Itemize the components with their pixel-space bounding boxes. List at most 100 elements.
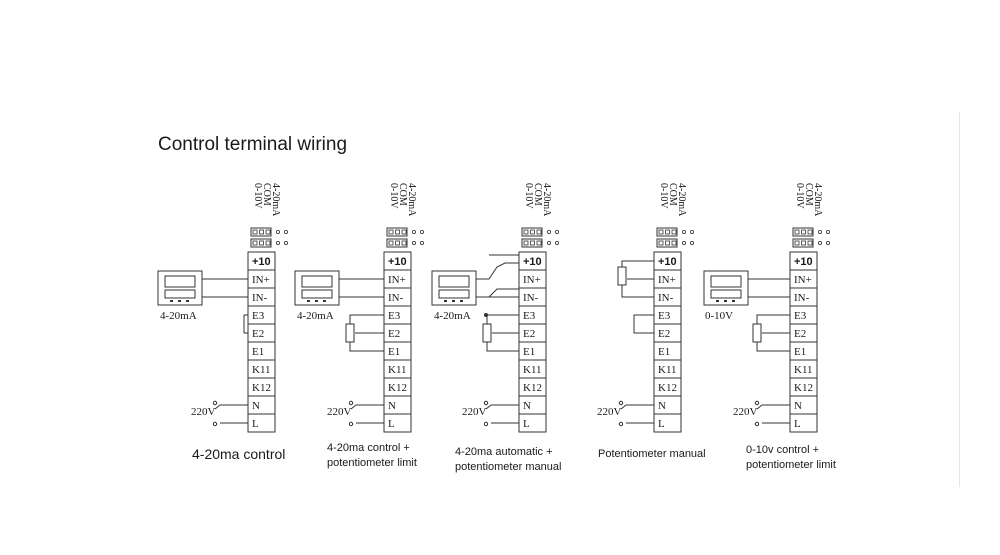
jumper-block [656, 227, 678, 237]
terminal-label-l: L [658, 418, 665, 430]
jumper-pin [388, 229, 394, 235]
wire-switch [488, 288, 519, 298]
power-label: 220V [191, 406, 216, 418]
jumper-dot [818, 229, 823, 234]
terminal-label-n: N [658, 400, 666, 412]
terminal-label-in: IN+ [252, 274, 270, 286]
jumper-pin [807, 240, 813, 246]
jumper-pin [671, 229, 677, 235]
potentiometer [482, 323, 492, 343]
jumper-dot [690, 240, 695, 245]
terminal-label-k11: K11 [252, 364, 271, 376]
jumper-dot [275, 240, 280, 245]
jumper-pin [252, 240, 258, 246]
jumper-dot [555, 229, 560, 234]
terminal-label-in: IN- [794, 292, 810, 304]
terminal-label-in: IN- [523, 292, 539, 304]
jumper-label: 0-10V [523, 183, 534, 209]
jumper-pin [794, 240, 800, 246]
meter-button [323, 300, 326, 302]
meter-button [732, 300, 735, 302]
terminal-label-l: L [388, 418, 395, 430]
meter-button [716, 300, 719, 302]
jumper-label: COM [397, 183, 408, 206]
jumper-dot [411, 229, 416, 234]
power-wire [620, 404, 627, 410]
meter-display [710, 289, 742, 299]
panel-2: 0-10VCOM4-20mA+10IN+IN-E3E2E1K11K12NL220… [294, 183, 424, 469]
terminal-label-10: +10 [388, 256, 407, 268]
jumper-dot [419, 240, 424, 245]
jumper-pin [401, 240, 407, 246]
terminal-label-10: +10 [252, 256, 271, 268]
terminal-label-n: N [794, 400, 802, 412]
jumper-label: COM [261, 183, 272, 206]
jumper-label: COM [803, 183, 814, 206]
terminal-label-in: IN+ [794, 274, 812, 286]
jumper-block [250, 238, 272, 248]
terminal-label-n: N [252, 400, 260, 412]
terminal-label-e2: E2 [658, 328, 670, 340]
jumper-pin [388, 240, 394, 246]
jumper-pin [523, 240, 529, 246]
jumper-label: 4-20mA [270, 183, 281, 217]
jumper-label: 4-20mA [812, 183, 823, 217]
jumper-pin [801, 229, 806, 235]
jumper-dot [419, 229, 424, 234]
potentiometer [752, 323, 762, 343]
jumper-dot [547, 229, 552, 234]
terminal-label-e1: E1 [252, 346, 264, 358]
jumper-label: COM [667, 183, 678, 206]
jumper-block [250, 227, 272, 237]
wire-pot [486, 342, 519, 352]
panel-caption: 0-10v control + [746, 444, 819, 456]
meter-button [724, 300, 727, 302]
power-label: 220V [733, 406, 758, 418]
power-label: 220V [597, 406, 622, 418]
jumper-pin [536, 229, 542, 235]
terminal-label-n: N [388, 400, 396, 412]
power-wire [485, 404, 492, 410]
source-label: 0-10V [705, 310, 733, 322]
wire-e3-e2 [633, 314, 654, 334]
meter-display [164, 289, 196, 299]
power-terminal [212, 421, 218, 427]
terminal-label-e1: E1 [794, 346, 806, 358]
power-terminal [754, 400, 760, 406]
power-terminal [754, 421, 760, 427]
jumper-dot [275, 229, 280, 234]
meter-display [164, 275, 196, 288]
jumper-dot [682, 229, 687, 234]
terminal-label-k12: K12 [523, 382, 542, 394]
terminal-label-k11: K11 [658, 364, 677, 376]
jumper-block [656, 238, 678, 248]
terminal-label-e1: E1 [523, 346, 535, 358]
terminal-label-in: IN- [252, 292, 268, 304]
meter-button [170, 300, 173, 302]
terminal-label-l: L [252, 418, 259, 430]
jumper-dot [690, 229, 695, 234]
wire-pot [756, 314, 790, 324]
panel-caption: potentiometer manual [455, 461, 561, 473]
panel-caption: potentiometer limit [746, 459, 836, 471]
jumper-block [386, 227, 408, 237]
meter-button [307, 300, 310, 302]
jumper-block [521, 238, 543, 248]
jumper-pin [671, 240, 677, 246]
jumper-pin [665, 240, 670, 246]
jumper-pin [401, 229, 407, 235]
terminal-label-k11: K11 [794, 364, 813, 376]
potentiometer [617, 266, 627, 286]
power-wire [756, 404, 763, 410]
jumper-block [386, 238, 408, 248]
meter-button [178, 300, 181, 302]
jumper-pin [801, 240, 806, 246]
terminal-label-k12: K12 [658, 382, 677, 394]
meter-display [438, 275, 470, 288]
terminal-label-e3: E3 [523, 310, 536, 322]
jumper-label: 0-10V [658, 183, 669, 209]
terminal-label-n: N [523, 400, 531, 412]
terminal-label-e3: E3 [658, 310, 671, 322]
jumper-label: 4-20mA [406, 183, 417, 217]
